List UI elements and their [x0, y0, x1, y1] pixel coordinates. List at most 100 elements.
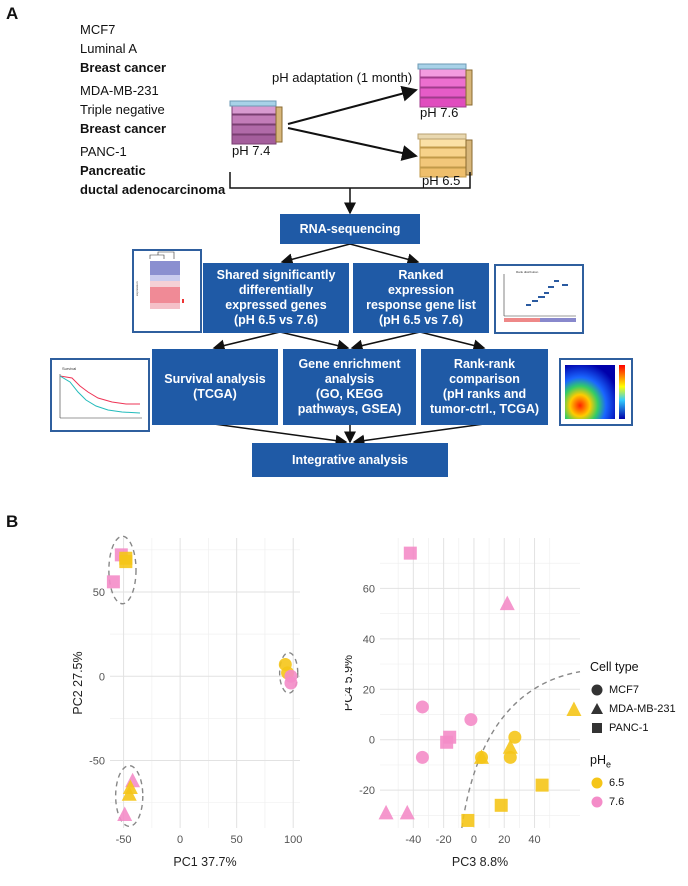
- rankrank-line-1: Rank-rank: [453, 357, 516, 371]
- data-point-triangle-ph65: [566, 701, 582, 716]
- data-point-square-ph76: [440, 735, 454, 749]
- ranked-plot-icon: Rank distribution: [503, 270, 576, 322]
- data-point-square-ph76: [403, 546, 417, 560]
- rankrank-line-2: comparison: [449, 372, 520, 386]
- legend-label-mcf7: MCF7: [609, 683, 639, 696]
- rnaseq-box: RNA-sequencing: [280, 214, 420, 244]
- survival-plot-thumbnail: Survival: [50, 358, 150, 432]
- enrichment-line-4: pathways, GSEA): [297, 402, 402, 416]
- legend-label-ph76: 7.6: [609, 796, 625, 808]
- survival-line-1: Survival analysis: [164, 372, 266, 386]
- arrow-to-ph65: [287, 127, 418, 161]
- cell-line-mcf7-cancer: Breast cancer: [80, 60, 166, 75]
- data-point-square-ph65: [535, 778, 549, 792]
- cluster-ellipse: [278, 651, 299, 694]
- flask-diagram: [229, 63, 473, 178]
- legend-item-mda: MDA-MB-231: [590, 699, 686, 718]
- legend-ph-title-text: pH: [590, 753, 606, 767]
- shared-genes-box: Shared significantly differentially expr…: [203, 263, 349, 333]
- enrichment-line-3: (GO, KEGG: [315, 387, 384, 401]
- circle-icon: [591, 777, 603, 789]
- legend-label-mda: MDA-MB-231: [609, 702, 676, 715]
- x-tick-label: -20: [436, 834, 452, 846]
- legend-ph-sub: e: [605, 759, 611, 770]
- rankrank-line-3: (pH ranks and: [442, 387, 527, 401]
- x-axis-label: PC1 37.7%: [173, 855, 236, 869]
- data-point-circle-ph76: [415, 750, 429, 764]
- x-tick-label: 40: [528, 834, 540, 846]
- adaptation-label: pH adaptation (1 month): [272, 70, 413, 85]
- panel-b-letter: B: [6, 512, 19, 531]
- cell-line-panc-cancer-1: Pancreatic: [80, 163, 146, 178]
- enrichment-line-1: Gene enrichment: [298, 357, 401, 371]
- legend-item-panc: PANC-1: [590, 718, 686, 737]
- flask-ph65-icon: [417, 133, 473, 178]
- data-point-triangle-ph76: [117, 806, 133, 822]
- cell-line-mcf7: MCF7: [80, 22, 116, 37]
- rrho-heatmap-icon: [565, 365, 625, 419]
- plot-area: [110, 538, 300, 828]
- ranked-line-3: response gene list: [366, 298, 476, 312]
- y-tick-label: 0: [99, 671, 105, 683]
- square-icon: [592, 722, 602, 733]
- ranked-line-4: (pH 6.5 vs 7.6): [378, 313, 464, 327]
- cell-line-list: MCF7 Luminal A Breast cancer MDA-MB-231 …: [80, 20, 280, 199]
- y-tick-label: -50: [89, 756, 105, 768]
- legend-item-mcf7: MCF7: [590, 680, 686, 699]
- x-tick-label: -40: [405, 834, 421, 846]
- data-point-triangle-ph76: [378, 804, 394, 820]
- x-tick-label: 0: [177, 834, 183, 846]
- enrichment-line-2: analysis: [324, 372, 375, 386]
- x-tick-label: 100: [284, 834, 302, 846]
- ph76-label: pH 7.6: [420, 105, 459, 120]
- ranked-line-1: Ranked: [398, 268, 444, 282]
- cluster-ellipse: [114, 764, 144, 828]
- legend-label-ph65: 6.5: [609, 777, 625, 789]
- legend-item-ph65: 6.5: [590, 774, 686, 793]
- cell-line-mda: MDA-MB-231: [80, 83, 159, 98]
- flow-connectors: [212, 172, 486, 447]
- y-tick-label: 20: [363, 684, 375, 696]
- y-tick-label: 0: [369, 735, 375, 747]
- svg-text:Rank distribution: Rank distribution: [516, 270, 539, 274]
- legend-cell-type-title: Cell type: [590, 660, 639, 674]
- ph74-label: pH 7.4: [232, 143, 271, 158]
- x-tick-label: 50: [231, 834, 243, 846]
- data-point-square-ph65: [494, 798, 508, 812]
- data-point-square-ph76: [106, 575, 120, 589]
- y-axis-label: PC4 5.9%: [345, 655, 355, 711]
- integrative-box: Integrative analysis: [252, 443, 448, 477]
- data-point-circle-ph65: [503, 750, 517, 764]
- svg-text:Survival: Survival: [62, 366, 76, 371]
- ranked-line-2: expression: [387, 283, 454, 297]
- legend: Cell type MCF7 MDA-MB-231 PANC-1 pHe 6.5…: [590, 660, 686, 812]
- legend-item-ph76: 7.6: [590, 793, 686, 812]
- cluster-ellipse: [108, 535, 137, 605]
- svg-text:expression: expression: [135, 281, 139, 296]
- survival-line-2: (TCGA): [193, 387, 237, 401]
- data-point-triangle-ph65: [121, 786, 137, 801]
- cell-line-panc-cancer-2: ductal adenocarcinoma: [80, 182, 226, 197]
- enrichment-box: Gene enrichment analysis (GO, KEGG pathw…: [283, 349, 416, 425]
- data-point-square-ph65: [119, 555, 133, 569]
- circle-icon: [591, 684, 603, 695]
- survival-curve-icon: Survival: [59, 366, 142, 419]
- data-point-circle-ph76: [464, 713, 478, 727]
- shared-line-2: differentially: [238, 283, 314, 297]
- x-tick-label: 0: [471, 834, 477, 846]
- legend-label-panc: PANC-1: [609, 721, 649, 734]
- ranked-plot-thumbnail: Rank distribution: [494, 264, 584, 334]
- data-point-triangle-ph65: [122, 779, 138, 795]
- data-point-square-ph65: [461, 813, 475, 827]
- y-tick-label: 50: [93, 587, 105, 599]
- ph65-label: pH 6.5: [422, 173, 461, 188]
- flask-ph74-icon: [229, 100, 283, 145]
- x-tick-label: 20: [498, 834, 510, 846]
- data-point-circle-ph65: [508, 730, 522, 744]
- legend-ph-title: pHe: [590, 753, 686, 770]
- rankrank-line-4: tumor-ctrl., TCGA): [429, 402, 540, 416]
- y-tick-label: -20: [359, 785, 375, 797]
- data-point-circle-ph76: [415, 700, 429, 714]
